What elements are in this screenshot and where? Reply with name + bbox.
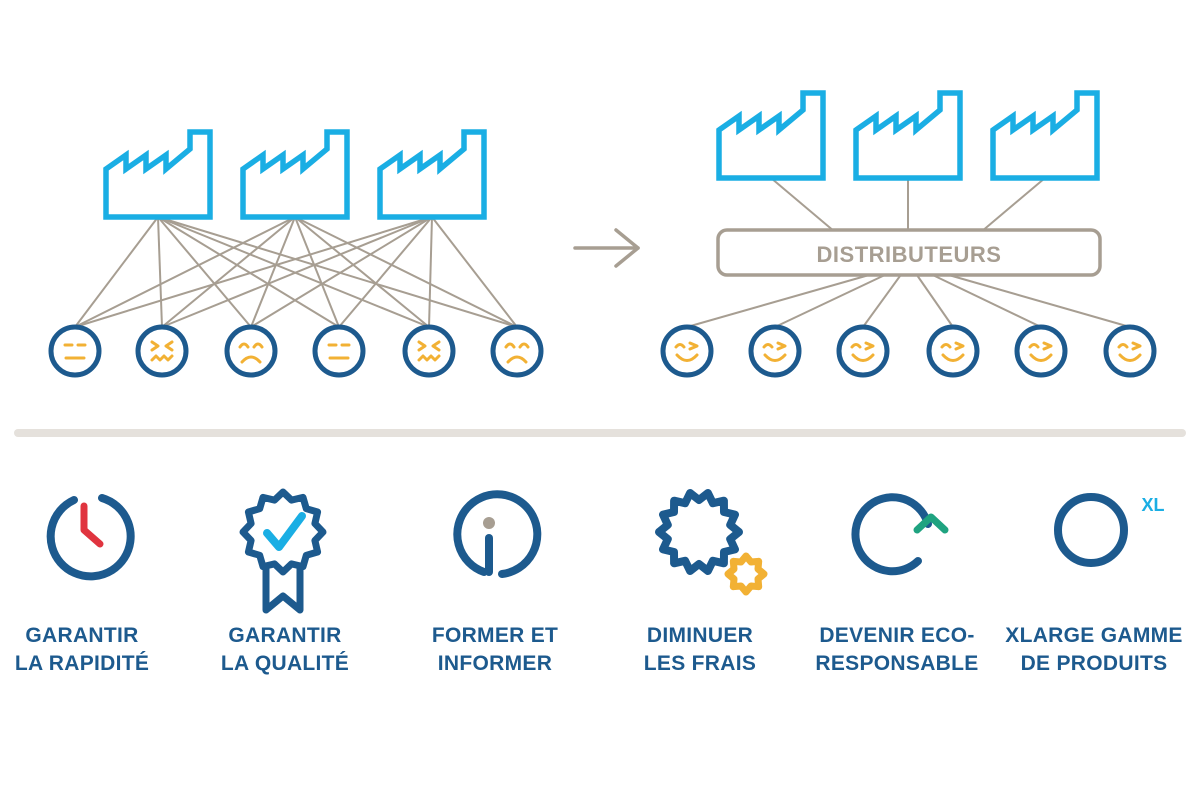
connection-line [294,216,340,328]
xl-badge: XL [1141,495,1164,515]
clock-icon [46,494,135,581]
connection-line [431,216,518,328]
connection-line [294,216,430,328]
factory-icon [103,129,213,220]
eco-cycle-icon [851,493,949,576]
customer-neutral-face-icon [48,324,102,378]
before-customers [48,324,544,378]
connection-line [74,216,433,328]
connection-line [338,216,433,328]
after-panel: DISTRIBUTEURS [660,90,1157,378]
connection-line [294,216,518,328]
gears-icon [655,489,768,596]
connection-line [686,274,870,328]
before-factories [103,129,487,220]
after-factories [716,90,1100,181]
connection-line [948,274,1131,328]
customer-happy-face-icon [660,324,714,378]
customer-neutral-face-icon [312,324,366,378]
connection-line [428,216,433,328]
before-panel [48,129,544,378]
benefit-range-label: XLARGE GAMME DE PRODUITS [1005,624,1183,675]
factory-icon [990,90,1100,181]
quality-badge-icon [239,488,327,614]
connection-line [74,216,159,328]
connection-line [74,216,296,328]
customer-happy-face-icon [836,324,890,378]
after-connection-lines [686,177,1131,328]
customer-happy-face-icon [1103,324,1157,378]
connection-line [157,216,340,328]
connection-line [862,274,902,328]
connection-line [157,216,518,328]
factory-icon [377,129,487,220]
customer-frustrated-face-icon [402,324,456,378]
connection-line [157,216,430,328]
after-customers [660,324,1157,378]
connection-line [932,274,1042,328]
before-connection-lines [74,216,518,328]
connection-line [157,216,163,328]
connection-line [916,274,954,328]
connection-line [774,274,886,328]
distributor-box [716,228,1102,277]
xl-range-icon: XL [1054,493,1165,567]
connection-line [161,216,433,328]
benefit-eco-label: DEVENIR ECO- RESPONSABLE [815,624,979,675]
customer-happy-face-icon [926,324,980,378]
customer-happy-face-icon [748,324,802,378]
transition-arrow-icon [573,228,640,268]
customer-sad-face-icon [224,324,278,378]
connection-line [250,216,433,328]
benefit-speed-label: GARANTIR LA RAPIDITÉ [14,624,150,675]
customer-happy-face-icon [1014,324,1068,378]
connection-line [770,177,834,231]
benefit-training-label: FORMER ET INFORMER [431,624,559,675]
benefit-costs-label: DIMINUER LES FRAIS [643,624,757,675]
factory-icon [716,90,826,181]
factory-icon [240,129,350,220]
customer-frustrated-face-icon [135,324,189,378]
customer-sad-face-icon [490,324,544,378]
factory-icon [853,90,963,181]
distributor-label: DISTRIBUTEURS [817,242,1002,267]
connection-line [161,216,296,328]
benefit-quality-label: GARANTIR LA QUALITÉ [220,624,350,675]
connection-line [157,216,252,328]
connection-line [982,177,1046,231]
info-icon [453,490,542,578]
connection-line [250,216,296,328]
